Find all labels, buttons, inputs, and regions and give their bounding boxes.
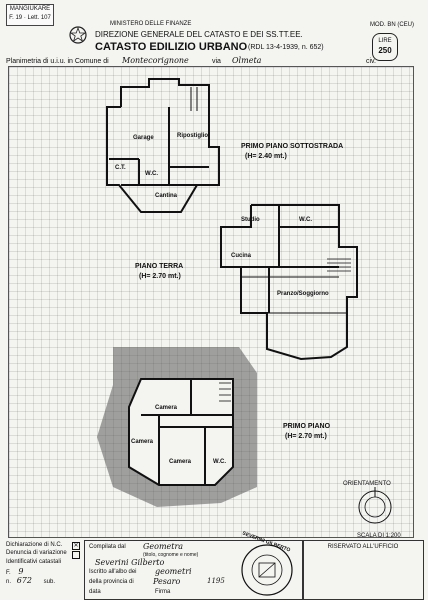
room-wc-first: W.C.	[213, 459, 226, 465]
floor-height-basement: (H= 2.40 mt.)	[245, 153, 287, 160]
stamp-line-2: F. 19 · Lett. 107	[9, 15, 51, 21]
floor-height-ground: (H= 2.70 mt.)	[139, 273, 181, 280]
n-label: n.	[6, 579, 12, 585]
n-value: 672	[16, 576, 32, 585]
stamp-line-1: MANGIUKARE	[9, 6, 51, 12]
iscritto-value: geometri	[155, 567, 192, 576]
floor-plans-drawing	[97, 78, 392, 524]
f-value: 9	[18, 567, 24, 576]
floor-height-first: (H= 2.70 mt.)	[285, 433, 327, 440]
planimetry-label: Planimetria di u.i.u. in Comune di	[6, 58, 109, 65]
data-label: data	[89, 589, 101, 595]
price-value: 250	[378, 46, 392, 55]
bottom-middle-panel: Compilata dal Geometra (titolo, cognome …	[84, 531, 304, 600]
professional-seal-icon	[241, 544, 293, 596]
reserved-panel: RISERVATO ALL'UFFICIO	[302, 540, 424, 600]
bottom-left-panel: Dichiarazione di N.C. ✕ Denuncia di vari…	[6, 542, 84, 598]
floor-title-ground: PIANO TERRA	[135, 263, 184, 270]
via-value: Olmeta	[232, 56, 262, 65]
identificativi-label: Identificativi catastali	[6, 559, 62, 565]
denuncia-checkbox	[72, 551, 80, 559]
price-box: LIRE 250	[372, 33, 398, 61]
drawing-sheet: Garage Ripostiglio C.T. W.C. Cantina PRI…	[8, 66, 414, 539]
basement-plan	[106, 78, 220, 213]
compilata-label: Compilata dal	[89, 544, 126, 550]
room-wc-ground: W.C.	[299, 217, 312, 223]
via-label: via	[212, 58, 221, 65]
ministry-text: MINISTERO DELLE FINANZE	[110, 21, 192, 27]
sub-label: sub.	[43, 579, 55, 585]
room-cantina: Cantina	[155, 193, 178, 199]
orientation-compass-icon	[358, 487, 392, 524]
provincia-label: della provincia di	[89, 579, 134, 585]
scale-label: SCALA DI 1:200	[357, 533, 401, 539]
room-camera-2: Camera	[131, 439, 154, 445]
dich-nc-checkbox: ✕	[72, 542, 80, 550]
f-label: F.	[6, 570, 11, 576]
compiler-name: Severini Gilberto	[95, 558, 165, 567]
room-ct: C.T.	[115, 165, 126, 171]
floor-title-basement: PRIMO PIANO SOTTOSTRADA	[241, 143, 344, 150]
room-camera-3: Camera	[169, 459, 192, 465]
orientation-label: ORIENTAMENTO	[343, 481, 391, 487]
firma-label: Firma	[155, 589, 171, 595]
price-label: LIRE	[378, 38, 392, 44]
albo-number: 1195	[207, 577, 225, 585]
compilata-hint: (titolo, cognome e nome)	[143, 552, 199, 558]
comune-value: Montecorignone	[122, 56, 189, 65]
denuncia-label: Denuncia di variazione	[6, 550, 67, 556]
compilata-value: Geometra	[143, 542, 184, 551]
direction-text: DIREZIONE GENERALE DEL CATASTO E DEI SS.…	[95, 30, 303, 39]
provincia-value: Pesaro	[153, 577, 181, 586]
civ-label: civ.	[366, 58, 376, 65]
mod-code: MOD. BN (CEU)	[370, 22, 414, 28]
reserved-label: RISERVATO ALL'UFFICIO	[327, 544, 399, 550]
republic-emblem-icon	[69, 26, 87, 44]
dich-nc-label: Dichiarazione di N.C.	[6, 542, 63, 548]
room-pranzo-soggiorno: Pranzo/Soggiorno	[277, 291, 329, 297]
room-camera-1: Camera	[155, 405, 178, 411]
room-cucina: Cucina	[231, 253, 252, 259]
law-reference: (RDL 13-4-1939, n. 652)	[248, 44, 324, 51]
document-title: CATASTO EDILIZIO URBANO	[95, 41, 248, 53]
first-floor-plan	[97, 347, 257, 507]
room-wc-basement: W.C.	[145, 171, 158, 177]
official-stamp: MANGIUKARE F. 19 · Lett. 107	[6, 4, 54, 26]
room-garage: Garage	[133, 135, 154, 141]
floor-title-first: PRIMO PIANO	[283, 423, 331, 430]
iscritto-label: Iscritto all'albo dei	[89, 569, 137, 575]
room-ripostiglio: Ripostiglio	[177, 133, 208, 139]
ground-floor-plan	[220, 204, 358, 361]
room-studio: Studio	[241, 217, 260, 223]
